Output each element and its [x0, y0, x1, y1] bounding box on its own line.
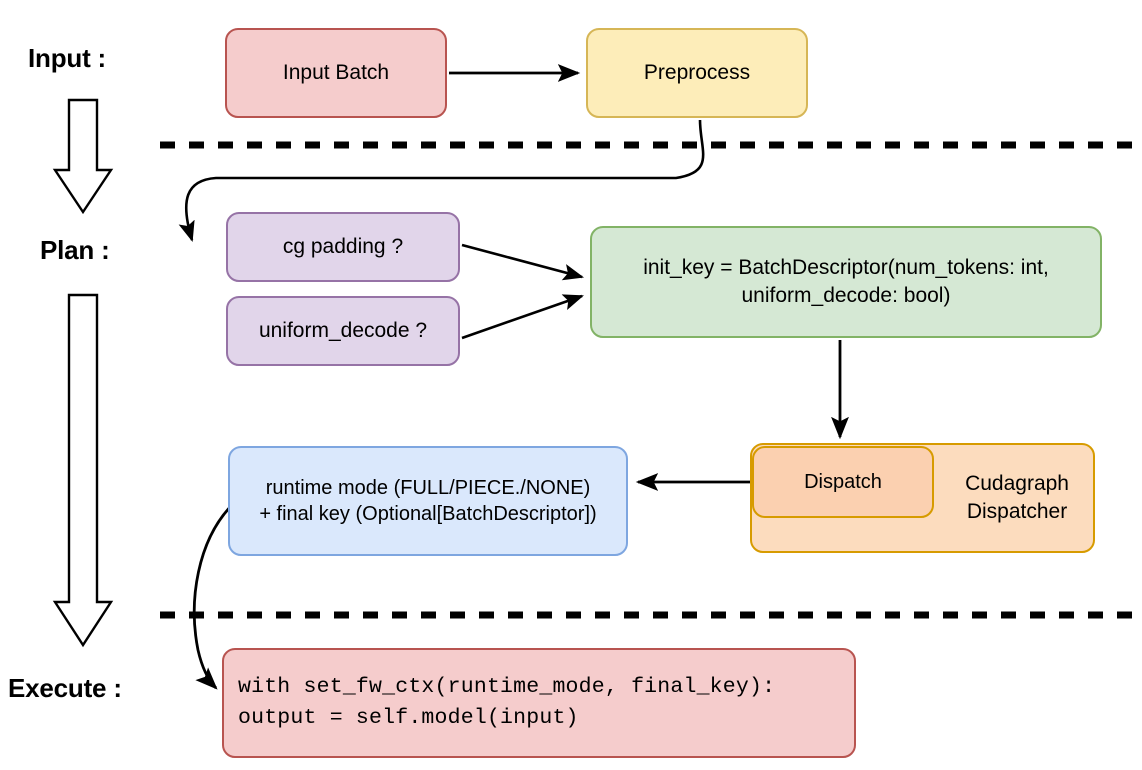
arrow-preprocess-to-cg-padding: [178, 119, 705, 242]
node-preprocess[interactable]: Preprocess: [586, 28, 808, 118]
node-dispatch[interactable]: Dispatch: [752, 446, 934, 518]
arrow-uniform-decode-to-init-key: [461, 294, 584, 340]
stage-arrow-plan-to-execute: [52, 293, 114, 648]
node-init-key-batchdescriptor[interactable]: init_key = BatchDescriptor(num_tokens: i…: [590, 226, 1102, 338]
stage-label-plan: Plan :: [40, 235, 110, 265]
arrow-cg-padding-to-init-key: [461, 243, 585, 281]
node-cg-padding[interactable]: cg padding ?: [226, 212, 460, 282]
node-runtime-mode-final-key[interactable]: runtime mode (FULL/PIECE./NONE) + final …: [228, 446, 628, 556]
arrow-runtime-mode-to-code: [192, 504, 234, 690]
node-input-batch[interactable]: Input Batch: [225, 28, 447, 118]
stage-arrow-input-to-plan: [52, 98, 114, 215]
node-execute-code[interactable]: with set_fw_ctx(runtime_mode, final_key)…: [222, 648, 856, 758]
stage-label-execute: Execute :: [8, 673, 122, 703]
stage-label-input: Input :: [28, 43, 107, 73]
node-uniform-decode[interactable]: uniform_decode ?: [226, 296, 460, 366]
